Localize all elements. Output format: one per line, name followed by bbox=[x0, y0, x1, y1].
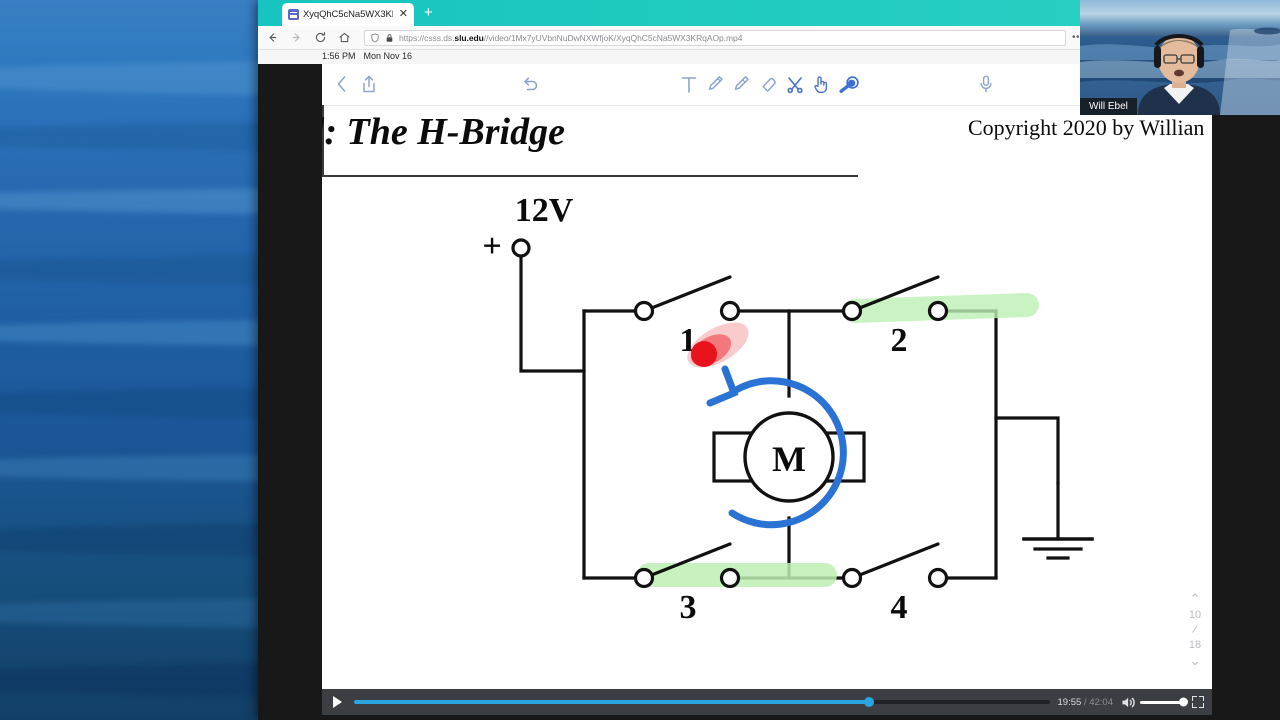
forward-button[interactable] bbox=[286, 28, 306, 48]
video-player-controls: 19:55 / 42:04 bbox=[322, 689, 1212, 715]
title-underline bbox=[322, 175, 858, 177]
play-icon[interactable] bbox=[333, 696, 342, 708]
video-timestamp: 19:55 / 42:04 bbox=[1057, 696, 1113, 708]
webcam-overlay: Will Ebel bbox=[1080, 0, 1280, 115]
os-menubar bbox=[258, 50, 1280, 64]
eraser-icon[interactable] bbox=[759, 74, 778, 94]
progress-fill bbox=[354, 700, 869, 704]
webcam-video bbox=[1080, 0, 1280, 115]
highlighter-icon[interactable] bbox=[732, 74, 751, 94]
home-button[interactable] bbox=[334, 28, 354, 48]
switch-4-label: 4 bbox=[891, 589, 908, 626]
shield-icon bbox=[371, 33, 379, 42]
plus-label: + bbox=[482, 228, 501, 265]
url-text: https://csss.ds.slu.edu//video/1Mx7yUVbn… bbox=[399, 32, 743, 43]
address-bar[interactable]: https://csss.ds.slu.edu//video/1Mx7yUVbn… bbox=[364, 29, 1066, 46]
volume-handle[interactable] bbox=[1179, 697, 1188, 707]
webcam-name-tag: Will Ebel bbox=[1080, 98, 1137, 115]
ground-symbol bbox=[1022, 481, 1094, 560]
tab-title: XyqQhC5cNa5WX3KRqAOp.m bbox=[303, 9, 393, 20]
rotation-arrow-annotation bbox=[706, 365, 847, 529]
switch-4: 4 bbox=[841, 542, 949, 626]
lock-icon bbox=[386, 33, 393, 42]
new-tab-button[interactable]: + bbox=[424, 4, 433, 21]
hand-pointer-icon[interactable] bbox=[811, 74, 830, 94]
total-pages: 18 bbox=[1188, 639, 1202, 651]
browser-window: XyqQhC5cNa5WX3KRqAOp.m ✕ + https://cs bbox=[258, 0, 1280, 720]
page-navigation: ⌃ 10 / 18 ⌄ bbox=[1182, 591, 1208, 668]
h-bridge-circuit-diagram: + 12V 1 bbox=[482, 192, 1094, 626]
back-chevron-icon[interactable] bbox=[334, 74, 350, 94]
share-icon[interactable] bbox=[360, 74, 378, 94]
annotation-toolbar bbox=[322, 64, 1212, 106]
laser-pointer-icon[interactable] bbox=[837, 74, 859, 94]
switch-2-label: 2 bbox=[891, 322, 908, 359]
motor-label: M bbox=[772, 439, 806, 479]
pen-icon[interactable] bbox=[706, 74, 725, 94]
volume-icon[interactable] bbox=[1121, 696, 1136, 709]
fullscreen-icon[interactable] bbox=[1192, 696, 1204, 708]
volume-control[interactable] bbox=[1121, 696, 1188, 709]
text-tool-icon[interactable] bbox=[680, 74, 698, 94]
title-left-rule bbox=[322, 105, 324, 177]
presentation-app: rol: The H-Bridge Copyright 2020 by Will… bbox=[322, 64, 1212, 700]
supply-terminal bbox=[511, 238, 531, 258]
microphone-icon[interactable] bbox=[978, 74, 994, 94]
page-up-button[interactable]: ⌃ bbox=[1189, 591, 1201, 606]
progress-handle[interactable] bbox=[863, 697, 874, 707]
switch-3: 3 bbox=[633, 542, 741, 626]
supply-voltage-label: 12V bbox=[515, 192, 574, 229]
laser-pointer-dot bbox=[687, 322, 749, 368]
copyright-notice: Copyright 2020 by Willian bbox=[968, 115, 1205, 140]
close-icon[interactable]: ✕ bbox=[398, 8, 408, 20]
page-down-button[interactable]: ⌄ bbox=[1189, 653, 1201, 668]
switch-2: 2 bbox=[841, 275, 949, 359]
browser-tab[interactable]: XyqQhC5cNa5WX3KRqAOp.m ✕ bbox=[282, 3, 414, 26]
video-file-icon bbox=[288, 9, 299, 20]
motor-symbol: M bbox=[712, 411, 866, 503]
reload-button[interactable] bbox=[310, 28, 330, 48]
current-page: 10 bbox=[1188, 609, 1202, 621]
page-separator: / bbox=[1191, 623, 1199, 637]
volume-slider[interactable] bbox=[1140, 697, 1188, 707]
scissors-icon[interactable] bbox=[785, 74, 805, 94]
slide-title: rol: The H-Bridge bbox=[322, 111, 565, 153]
switch-3-label: 3 bbox=[680, 589, 697, 626]
undo-icon[interactable] bbox=[520, 74, 540, 94]
back-button[interactable] bbox=[262, 28, 282, 48]
page-actions-icon[interactable]: ••• bbox=[1071, 32, 1084, 43]
video-progress-bar[interactable] bbox=[354, 697, 1050, 707]
slide-canvas: rol: The H-Bridge Copyright 2020 by Will… bbox=[322, 105, 1212, 700]
